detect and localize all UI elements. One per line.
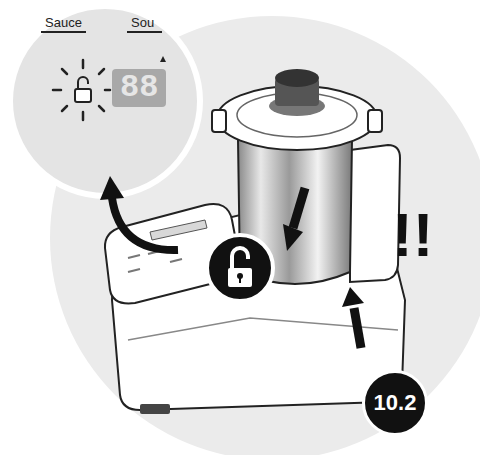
- background-disc: [50, 16, 480, 455]
- display-digits: 88: [112, 69, 166, 107]
- down-arrow: [293, 188, 305, 228]
- knob-top: [275, 69, 319, 87]
- mode-label: Sou: [127, 15, 162, 33]
- base-groove: [128, 318, 398, 340]
- mode-label: Sauce: [41, 15, 86, 33]
- magnifier-circle: Sauce Sou 88: [5, 3, 205, 199]
- up-arrow: [354, 308, 361, 348]
- callout-circle: 10.2: [362, 370, 428, 436]
- keyhole: [237, 273, 243, 279]
- node-shape: [10, 6, 200, 196]
- base-foot: [140, 404, 170, 414]
- steel-bowl: [238, 140, 352, 284]
- arrow-head: [342, 287, 364, 307]
- unlock-body: [228, 268, 252, 287]
- keyhole: [239, 277, 241, 283]
- unlock-shackle: [232, 248, 248, 268]
- curved-arrow: [112, 198, 178, 250]
- callout-number: 10.2: [362, 370, 428, 436]
- node-outline: [5, 3, 205, 199]
- control-panel: [105, 204, 240, 303]
- arrow-head: [283, 224, 303, 251]
- unlock-badge: [207, 235, 273, 301]
- panel-display: [150, 220, 207, 240]
- lid-clip: [212, 110, 226, 132]
- panel-buttons: [128, 251, 182, 272]
- warning-marks: !!: [392, 200, 433, 270]
- lid-clip: [368, 110, 382, 132]
